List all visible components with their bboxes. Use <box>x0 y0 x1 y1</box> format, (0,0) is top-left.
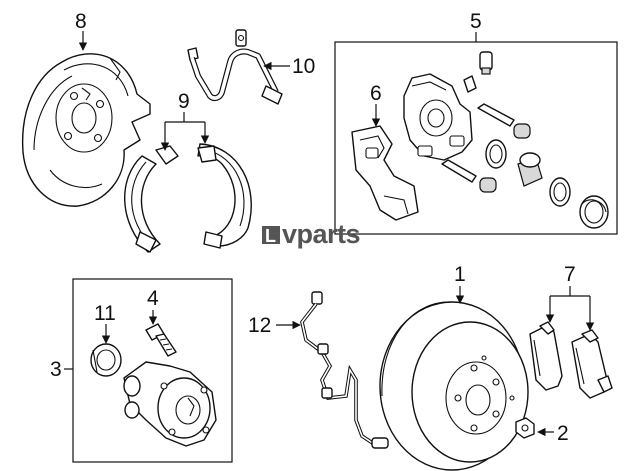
callout-1: 1 <box>454 263 466 286</box>
backing-plate-part <box>21 53 151 207</box>
callout-2: 2 <box>557 422 569 445</box>
brake-hose-part <box>187 29 283 105</box>
vparts-watermark: L vparts <box>262 219 361 249</box>
callout-6: 6 <box>370 82 382 105</box>
bearing-part <box>90 343 122 377</box>
piston-seals-part <box>485 139 609 229</box>
callout-10: 10 <box>292 55 315 78</box>
watermark-text: vparts <box>282 219 360 249</box>
hub-assembly-part <box>123 361 217 447</box>
brake-rotor-part <box>379 301 529 471</box>
callout-7: 7 <box>564 263 576 286</box>
hub-group-box <box>72 278 233 463</box>
callout-4: 4 <box>147 287 159 310</box>
guide-pin-bolts-part <box>441 103 531 193</box>
watermark-logo: L <box>265 226 276 246</box>
callout-12: 12 <box>248 314 271 337</box>
abs-sensor-wire-part <box>300 291 389 449</box>
bleeder-screw-part <box>463 51 493 93</box>
callout-9: 9 <box>178 90 190 113</box>
brake-pads-part <box>529 321 613 399</box>
caliper-body-part <box>403 73 473 161</box>
caliper-bracket-part <box>351 125 419 221</box>
lock-nut-part <box>515 417 535 439</box>
callout-5: 5 <box>470 10 482 33</box>
callout-11: 11 <box>94 302 116 325</box>
callout-3: 3 <box>50 358 62 381</box>
parking-brake-shoes-part <box>124 143 252 253</box>
hub-bolt-part <box>145 323 177 357</box>
callout-8: 8 <box>75 10 87 33</box>
